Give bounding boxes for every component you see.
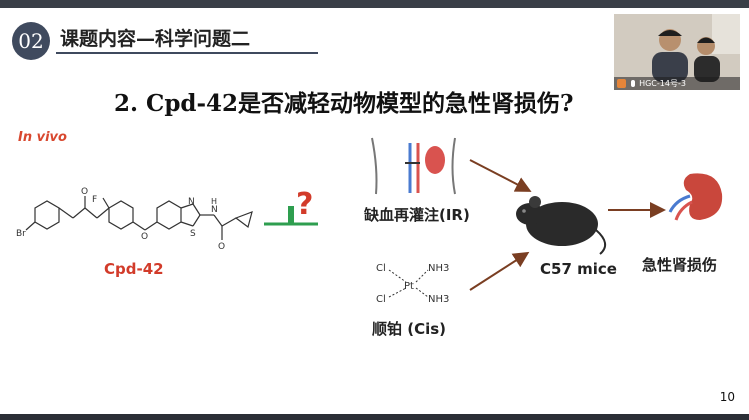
in-vivo-label: In vivo: [18, 130, 67, 145]
arrow-cis-to-mice: [469, 251, 530, 291]
slide-graphics: Br F O O S N N H O ?: [16, 137, 723, 305]
video-call-thumbnail[interactable]: HGC-14号-3: [614, 14, 740, 90]
section-number-badge: 02: [12, 22, 50, 60]
atom-br: Br: [16, 229, 26, 239]
benzene-ring-2: [108, 200, 134, 230]
cisplatin-cl-top: Cl: [376, 263, 386, 274]
mice-label: C57 mice: [540, 260, 617, 278]
outcome-label: 急性肾损伤: [642, 256, 718, 274]
atom-o-urea: O: [81, 187, 88, 197]
atom-n-thiazole: N: [188, 197, 195, 207]
page-number: 10: [719, 390, 735, 404]
pathway-symbol: [264, 206, 318, 226]
atom-o-ether: O: [141, 232, 148, 242]
atom-n-amide: N: [211, 205, 218, 215]
atom-o-amide: O: [218, 242, 225, 252]
cisplatin-cl-bottom: Cl: [376, 294, 386, 305]
compound-label: Cpd-42: [104, 260, 164, 278]
cisplatin-nh3-bottom: NH3: [428, 294, 449, 305]
ir-model-label: 缺血再灌注(IR): [364, 206, 470, 224]
slide-heading: 2. Cpd-42是否减轻动物模型的急性肾损伤?: [114, 90, 574, 117]
cisplatin-model-label: 顺铂 (Cis): [372, 320, 447, 338]
cyclopropyl-ring: [234, 211, 253, 229]
participant-bar: HGC-14号-3: [614, 77, 740, 90]
window-top-bar: [0, 0, 749, 8]
damaged-kidney-icon: [668, 173, 723, 221]
atom-s: S: [190, 229, 196, 239]
person-icon: [617, 79, 626, 88]
benzothiazole-ring: [156, 200, 182, 230]
participant-name: HGC-14号-3: [639, 79, 686, 88]
cisplatin-nh3-top: NH3: [428, 263, 449, 274]
atom-h: H: [211, 197, 217, 206]
mouse-icon: [516, 196, 607, 255]
title-underline: [56, 52, 318, 54]
atom-f: F: [92, 195, 97, 205]
body-kidney-icon: [371, 137, 456, 195]
cisplatin-structure: [388, 269, 429, 298]
microphone-icon[interactable]: [630, 80, 635, 87]
arrow-ir-to-mice: [469, 159, 532, 192]
cpd42-structure: [25, 196, 253, 240]
section-title: 课题内容—科学问题二: [60, 28, 251, 50]
benzene-ring-1: [34, 200, 60, 230]
cisplatin-pt: Pt: [404, 281, 414, 292]
question-mark: ?: [296, 187, 313, 222]
